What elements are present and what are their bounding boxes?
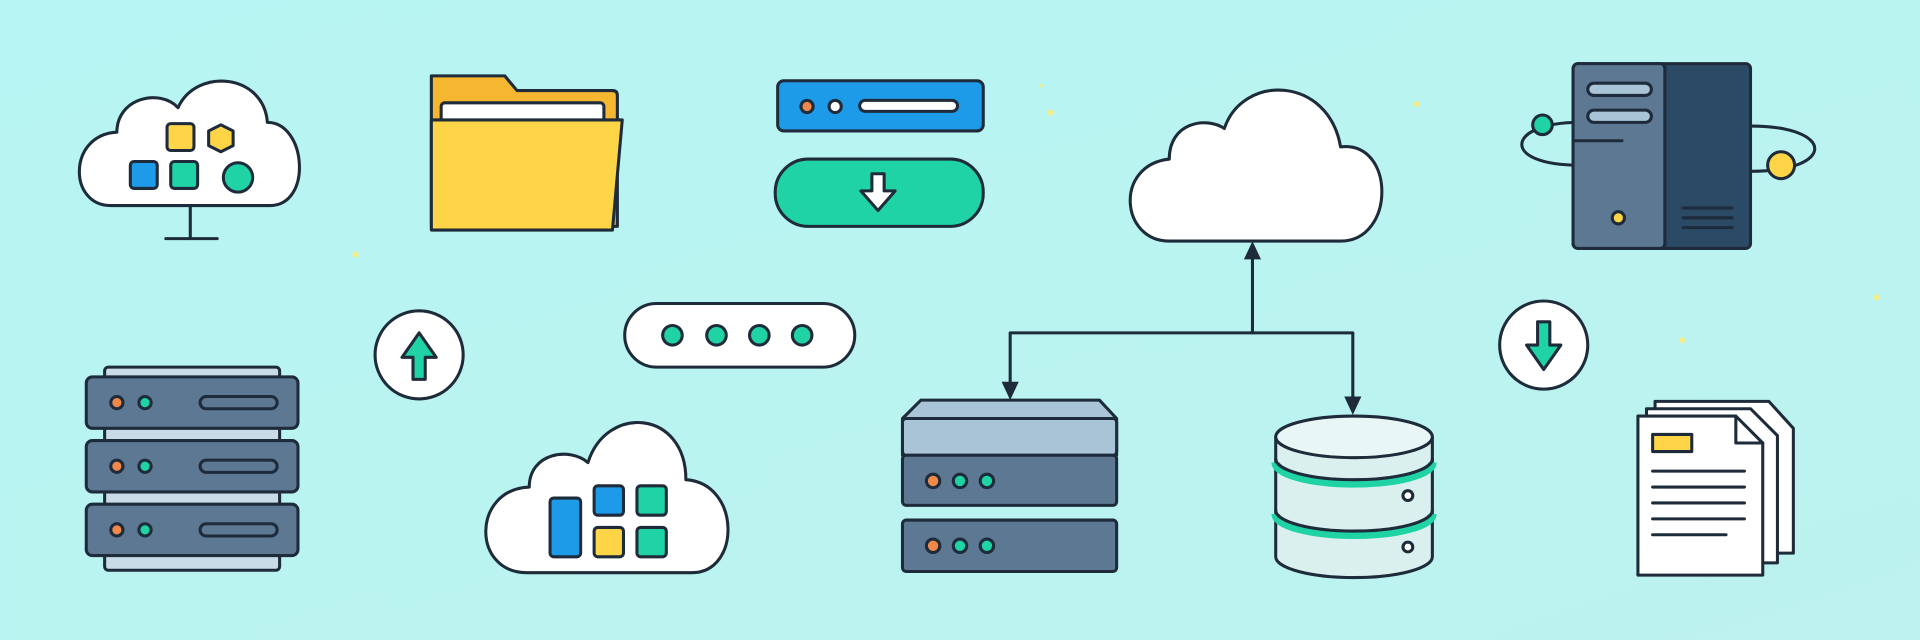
cloud-apps-icon	[484, 421, 730, 575]
database-icon	[1271, 414, 1437, 580]
download-arrow-icon	[1498, 299, 1590, 391]
upload-arrow-icon	[373, 309, 465, 401]
server-stack-icon	[900, 398, 1119, 574]
sparkles	[352, 83, 1880, 344]
cloud-network-icon	[77, 79, 301, 241]
server-tower-icon	[1520, 62, 1817, 250]
password-dots-icon	[623, 301, 857, 369]
documents-icon	[1636, 399, 1795, 577]
download-form-icon	[773, 79, 985, 228]
connection-arrows	[1001, 241, 1362, 415]
server-rack-icon	[84, 365, 300, 572]
folder-icon	[429, 74, 624, 232]
cloud-icon	[1128, 88, 1384, 243]
